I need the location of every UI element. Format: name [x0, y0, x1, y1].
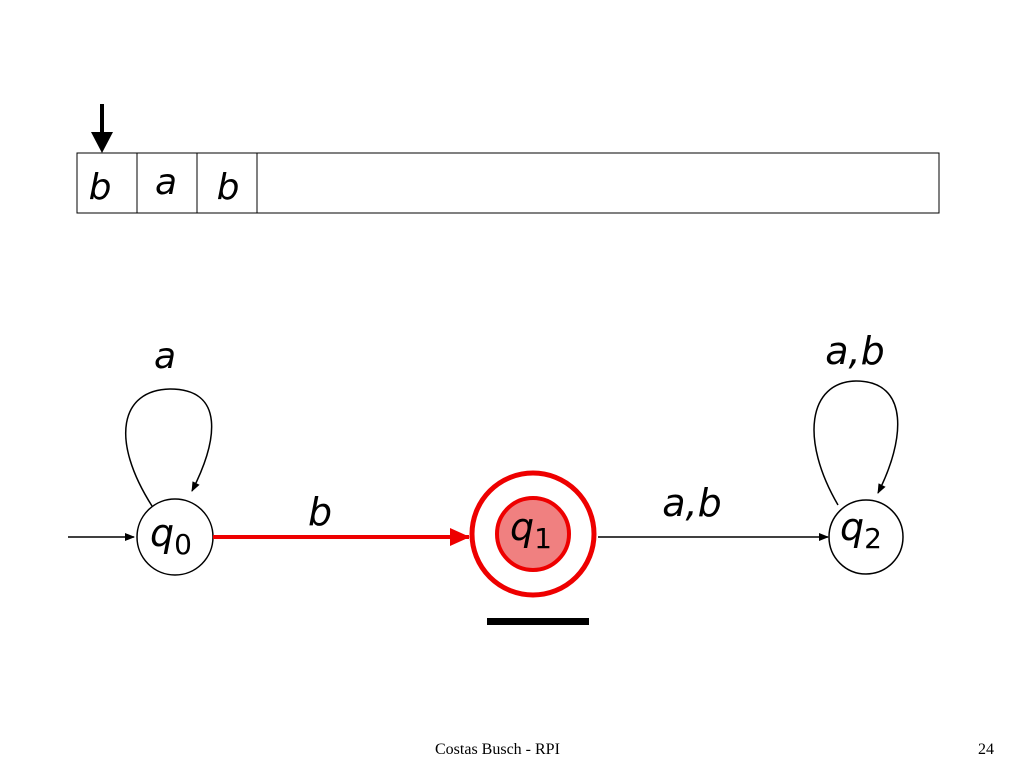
- tape-border: [76, 152, 940, 214]
- q0-self-loop: [124, 388, 213, 507]
- tape-cell-2: a: [155, 162, 177, 203]
- q2-loop-label: a,b: [825, 329, 885, 373]
- page-number: 24: [978, 741, 994, 758]
- accept-underline: [487, 618, 589, 625]
- state-q2: [828, 499, 904, 575]
- input-tape: b a b: [76, 152, 940, 214]
- state-q1-label: q1: [510, 505, 552, 555]
- state-q1: [495, 496, 571, 572]
- transition-q0-q1-label: b: [308, 490, 332, 534]
- state-q2-label: q2: [840, 505, 882, 555]
- state-q0-label: q0: [150, 511, 192, 561]
- footer-credit: Costas Busch - RPI: [435, 741, 560, 758]
- transition-q1-q2-label: a,b: [662, 481, 722, 525]
- q2-self-loop: [813, 380, 899, 506]
- q0-loop-label: a: [154, 336, 176, 377]
- tape-cell-1: b: [89, 167, 112, 208]
- tape-head-arrow: [91, 104, 113, 153]
- tape-cell-3: b: [217, 167, 240, 208]
